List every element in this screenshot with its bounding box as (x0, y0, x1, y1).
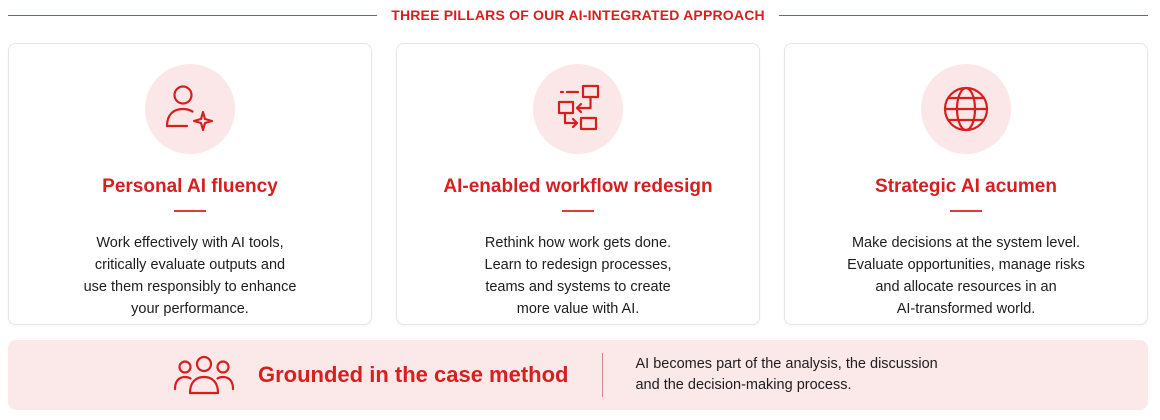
pillar-title: Strategic AI acumen (875, 176, 1057, 197)
group-icon (173, 355, 235, 395)
pillar-title: Personal AI fluency (102, 176, 278, 197)
pillar-title: AI-enabled workflow redesign (443, 176, 713, 197)
pillar-card-personal-ai-fluency: Personal AI fluency Work effectively wit… (8, 43, 372, 325)
pillar-cards: Personal AI fluency Work effectively wit… (8, 43, 1148, 325)
case-method-banner: Grounded in the case method AI becomes p… (8, 340, 1148, 410)
pillar-card-workflow-redesign: AI-enabled workflow redesign Rethink how… (396, 43, 760, 325)
pillar-icon-circle (145, 64, 235, 154)
workflow-icon (557, 84, 600, 131)
pillar-card-strategic-ai-acumen: Strategic AI acumen Make decisions at th… (784, 43, 1148, 325)
title-rule (174, 210, 206, 212)
section-title: THREE PILLARS OF OUR AI-INTEGRATED APPRO… (391, 7, 765, 23)
title-rule (562, 210, 594, 212)
title-rule (950, 210, 982, 212)
pillar-description: Rethink how work gets done. Learn to red… (484, 235, 672, 317)
banner-divider (602, 353, 604, 397)
banner-text: AI becomes part of the analysis, the dis… (635, 356, 938, 393)
banner-title: Grounded in the case method (258, 362, 569, 387)
person-sparkle-icon (165, 85, 214, 132)
header-line-left (8, 14, 378, 16)
section-header: THREE PILLARS OF OUR AI-INTEGRATED APPRO… (8, 6, 1149, 24)
header-line-right (778, 14, 1149, 16)
globe-icon (943, 86, 989, 132)
pillar-icon-circle (921, 64, 1011, 154)
pillar-icon-circle (533, 64, 623, 154)
pillar-description: Work effectively with AI tools, critical… (83, 235, 297, 317)
pillar-description: Make decisions at the system level. Eval… (847, 235, 1085, 317)
